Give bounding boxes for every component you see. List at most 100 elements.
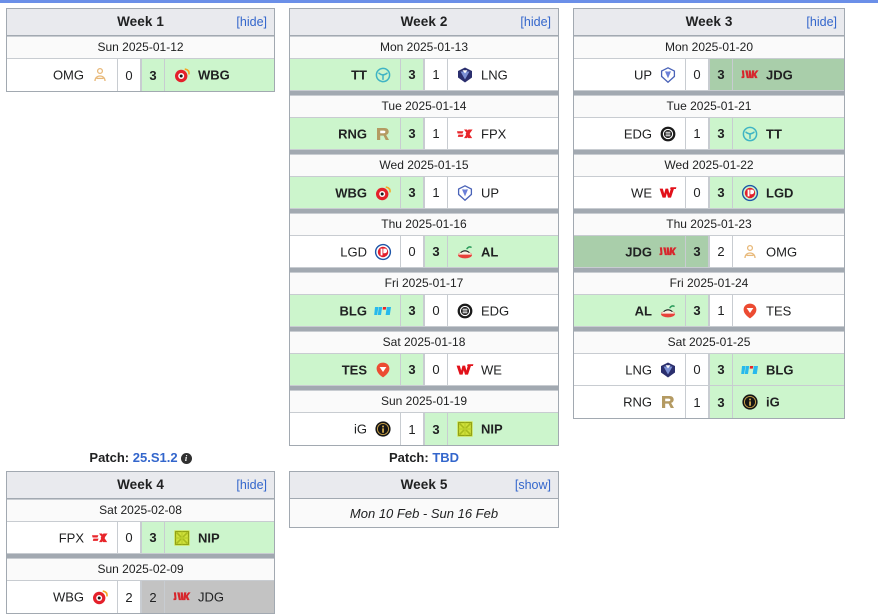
week-toggle[interactable]: [hide] (236, 9, 267, 35)
match-team-right[interactable]: AL (448, 236, 559, 268)
date-header-row: Sun 2025-01-12 (7, 36, 275, 59)
match-team-left[interactable]: OMG (7, 59, 117, 91)
team-name-right: iG (766, 394, 780, 410)
match-team-right[interactable]: TT (733, 118, 845, 150)
match-team-left[interactable]: WBG (290, 177, 400, 209)
week-toggle[interactable]: [hide] (806, 9, 837, 35)
match-team-left[interactable]: BLG (290, 295, 400, 327)
patch-value[interactable]: TBD (432, 450, 460, 465)
week-title: Week 3 (685, 14, 733, 29)
match-team-left[interactable]: JDG (574, 236, 685, 268)
match-team-right[interactable]: JDG (165, 581, 275, 613)
patch-prefix: Patch: (388, 450, 433, 465)
match-team-left[interactable]: WBG (7, 581, 117, 613)
match-team-left[interactable]: LGD (290, 236, 400, 268)
match-team-right[interactable]: BLG (733, 354, 845, 386)
top-accent-bar (0, 0, 878, 3)
date-header-row: Thu 2025-01-16 (290, 213, 559, 236)
week-toggle-link[interactable]: [hide] (806, 15, 838, 29)
patch-prefix: Patch: (89, 450, 133, 465)
patch-value[interactable]: 25.S1.2 (132, 450, 178, 465)
rng-icon (374, 125, 392, 143)
match-team-right[interactable]: NIP (448, 413, 559, 445)
week-toggle-link[interactable]: [hide] (520, 15, 552, 29)
match-score-right: 3 (141, 522, 165, 554)
lgd-icon (741, 184, 759, 202)
team-name-right: BLG (766, 362, 794, 377)
date-header-row: Wed 2025-01-22 (574, 154, 845, 177)
date-header-row: Sun 2025-01-19 (290, 390, 559, 413)
match-team-left[interactable]: RNG (574, 386, 685, 418)
date-label: Sat 2025-01-18 (290, 331, 559, 354)
match-team-right[interactable]: OMG (733, 236, 845, 268)
match-team-right[interactable]: TES (733, 295, 845, 327)
week-toggle-link[interactable]: [show] (514, 478, 552, 492)
edg-icon (659, 125, 677, 143)
match-team-right[interactable]: JDG (733, 59, 845, 91)
match-team-right[interactable]: UP (448, 177, 559, 209)
match-team-right[interactable]: EDG (448, 295, 559, 327)
match-score-right: 3 (709, 59, 733, 91)
match-team-left[interactable]: EDG (574, 118, 685, 150)
ig-icon (374, 420, 392, 438)
match-score-left: 1 (685, 386, 709, 418)
match-team-right[interactable]: iG (733, 386, 845, 418)
team-name-right: EDG (481, 303, 510, 318)
match-team-right[interactable]: LNG (448, 59, 559, 91)
al-icon (456, 243, 474, 261)
match-team-right[interactable]: LGD (733, 177, 845, 209)
match-team-right[interactable]: WBG (165, 59, 275, 91)
week-toggle-link[interactable]: [hide] (236, 15, 268, 29)
match-team-left[interactable]: iG (290, 413, 400, 445)
match-team-left[interactable]: AL (574, 295, 685, 327)
match-team-left[interactable]: RNG (290, 118, 400, 150)
week-daterange-row: Mon 10 Feb - Sun 16 Feb (290, 499, 559, 527)
week-toggle[interactable]: [hide] (520, 9, 551, 35)
tt-icon (374, 66, 392, 84)
match-team-left[interactable]: UP (574, 59, 685, 91)
date-label: Thu 2025-01-16 (290, 213, 559, 236)
date-label: Sun 2025-01-12 (7, 36, 275, 59)
week-header-row: Week 3 [hide] (574, 9, 845, 36)
week-toggle-link[interactable]: [hide] (236, 478, 268, 492)
al-icon (659, 302, 677, 320)
match-team-right[interactable]: FPX (448, 118, 559, 150)
match-team-left[interactable]: LNG (574, 354, 685, 386)
match-team-right[interactable]: NIP (165, 522, 275, 554)
date-header-row: Tue 2025-01-21 (574, 95, 845, 118)
match-score-right: 3 (709, 386, 733, 418)
match-team-left[interactable]: TES (290, 354, 400, 386)
match-team-right[interactable]: WE (448, 354, 559, 386)
match-team-left[interactable]: WE (574, 177, 685, 209)
date-label: Fri 2025-01-17 (290, 272, 559, 295)
match-team-left[interactable]: FPX (7, 522, 117, 554)
match-team-left[interactable]: TT (290, 59, 400, 91)
match-score-left: 3 (685, 236, 709, 268)
date-label: Sun 2025-02-09 (7, 558, 275, 581)
week-toggle[interactable]: [show] (515, 472, 551, 498)
team-name-left: BLG (339, 303, 367, 318)
team-name-left: iG (354, 421, 367, 437)
week-panel-5: Week 5[show]Mon 10 Feb - Sun 16 Feb (289, 471, 560, 528)
info-icon[interactable]: i (180, 453, 192, 464)
omg-icon (741, 243, 759, 261)
week-toggle[interactable]: [hide] (236, 472, 267, 498)
